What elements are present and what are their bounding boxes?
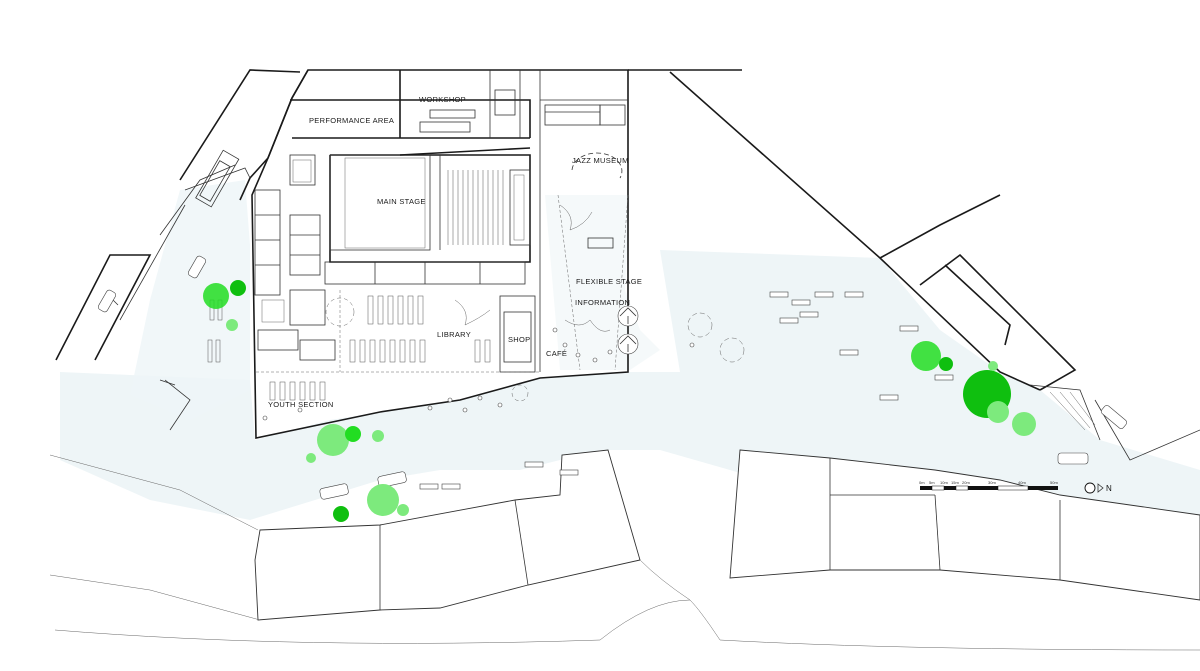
scale-tick-3: 15m xyxy=(951,480,959,485)
tree xyxy=(1012,412,1036,436)
tree xyxy=(988,361,998,371)
library-shelves xyxy=(207,295,491,401)
scale-tick-7: 50m xyxy=(1050,480,1058,485)
scale-tick-6: 40m xyxy=(1018,480,1026,485)
tree xyxy=(317,424,349,456)
tree xyxy=(911,341,941,371)
label-main-stage: MAIN STAGE xyxy=(377,197,426,206)
north-arrow-icon xyxy=(1084,482,1096,494)
tree xyxy=(203,283,229,309)
label-information: INFORMATION xyxy=(575,298,630,307)
tree xyxy=(939,357,953,371)
label-workshop: WORKSHOP xyxy=(419,95,466,104)
main-building xyxy=(251,69,639,439)
room-labels: WORKSHOP PERFORMANCE AREA MAIN STAGE JAZ… xyxy=(268,95,642,409)
interior-furniture xyxy=(262,152,623,421)
scale-tick-1: 5m xyxy=(929,480,935,485)
auditorium-seating xyxy=(447,170,504,245)
label-flexible-stage: FLEXIBLE STAGE xyxy=(576,277,642,286)
north-label: N xyxy=(1106,484,1112,493)
tree xyxy=(367,484,399,516)
tree xyxy=(226,319,238,331)
label-jazz-museum: JAZZ MUSEUM xyxy=(572,156,629,165)
tree xyxy=(372,430,384,442)
bottom-buildings xyxy=(49,449,1200,651)
plaza-benches xyxy=(419,291,954,490)
scale-bar: 0m 5m 10m 15m 20m 30m 40m 50m xyxy=(919,480,1058,491)
tree xyxy=(333,506,349,522)
label-performance-area: PERFORMANCE AREA xyxy=(309,116,394,125)
tree xyxy=(306,453,316,463)
scale-tick-0: 0m xyxy=(919,480,925,485)
label-library: LIBRARY xyxy=(437,330,471,339)
north-arrow: N xyxy=(1084,482,1112,494)
label-shop: SHOP xyxy=(508,335,530,344)
right-building xyxy=(628,69,1200,461)
scale-tick-5: 30m xyxy=(988,480,996,485)
cars xyxy=(97,255,1128,500)
tree xyxy=(345,426,361,442)
label-youth-section: YOUTH SECTION xyxy=(268,400,334,409)
scale-tick-4: 20m xyxy=(962,480,970,485)
tree xyxy=(230,280,246,296)
label-cafe: CAFÉ xyxy=(546,349,567,358)
trees xyxy=(203,280,1036,522)
tree xyxy=(397,504,409,516)
tree xyxy=(987,401,1009,423)
scale-tick-2: 10m xyxy=(940,480,948,485)
